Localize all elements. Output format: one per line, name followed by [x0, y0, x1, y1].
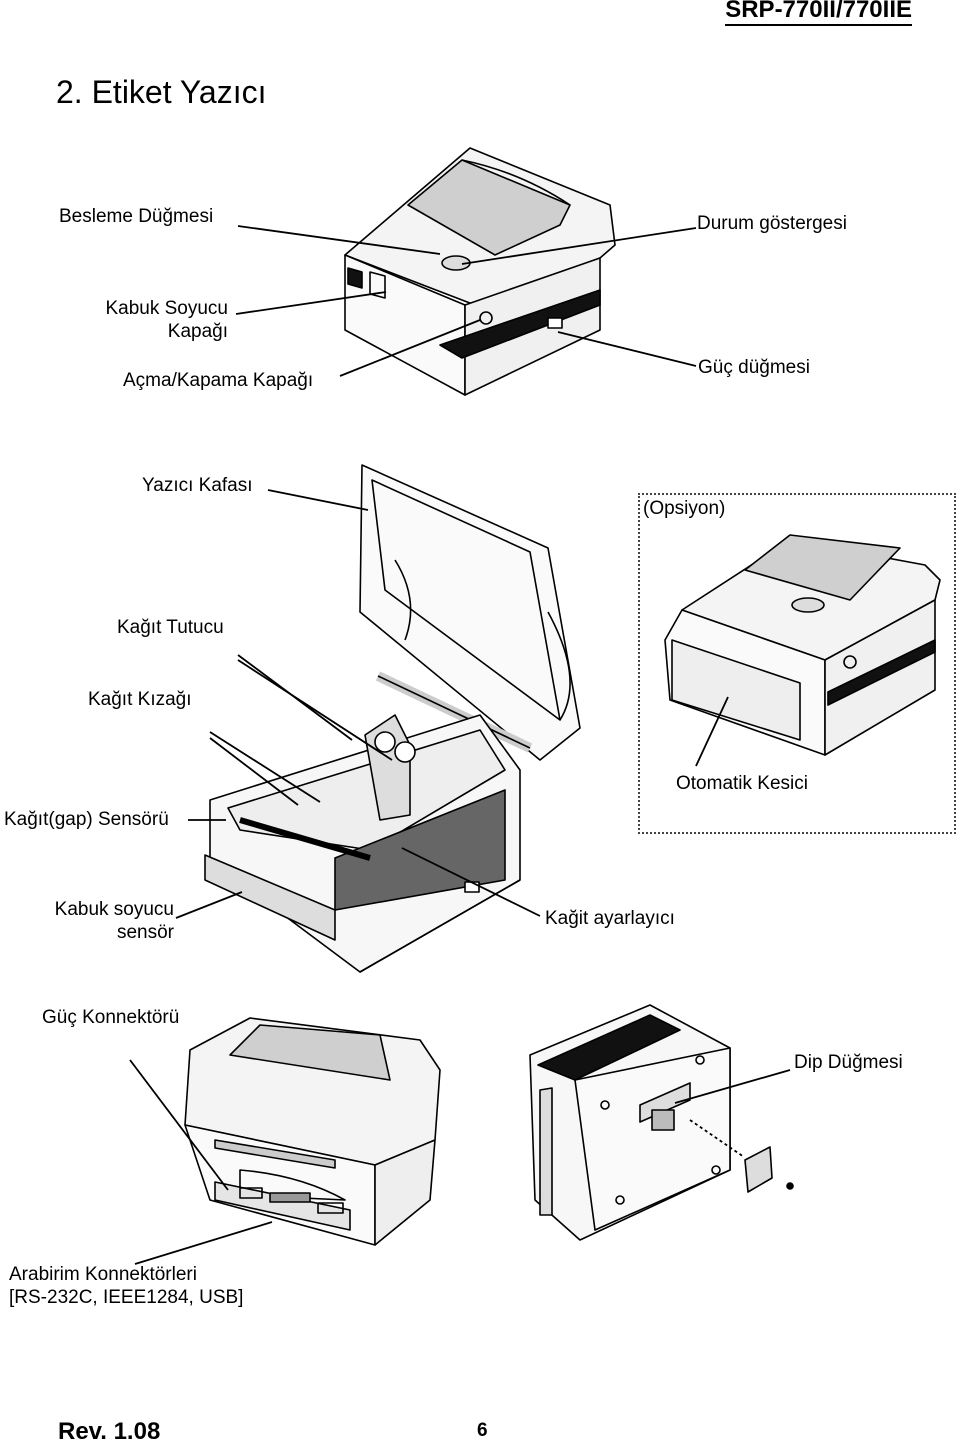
- label-open-close-cover: Açma/Kapama Kapağı: [123, 370, 314, 391]
- option-frame: [638, 493, 956, 834]
- printer-open-illustration: [204, 464, 581, 973]
- label-paper-adjuster: Kağit ayarlayıcı: [545, 908, 675, 929]
- printer-bottom-view-illustration: [529, 1004, 794, 1241]
- document-model-header: SRP-770II/770IIE: [725, 0, 912, 26]
- label-print-head: Yazıcı Kafası: [142, 475, 253, 496]
- section-title: 2. Etiket Yazıcı: [56, 74, 267, 110]
- printer-front-closed-illustration: [344, 147, 616, 396]
- label-auto-cutter: Otomatik Kesici: [676, 773, 808, 794]
- label-feed-button: Besleme Düğmesi: [59, 206, 214, 227]
- footer-page-number: 6: [477, 1420, 488, 1441]
- label-paper-guide: Kağıt Kızağı: [88, 689, 192, 710]
- label-power-button: Güç düğmesi: [698, 357, 810, 378]
- label-peeler-sensor: Kabuk soyucu sensör: [54, 899, 174, 943]
- printer-with-auto-cutter-illustration: [664, 534, 941, 756]
- label-interface-connectors: Arabirim Konnektörleri [RS-232C, IEEE128…: [9, 1264, 244, 1308]
- label-option: (Opsiyon): [643, 498, 726, 519]
- label-peeler-cover: Kabuk Soyucu Kapağı: [105, 298, 228, 342]
- label-power-connector: Güç Konnektörü: [42, 1007, 180, 1028]
- footer-revision: Rev. 1.08: [58, 1418, 161, 1445]
- label-gap-sensor: Kağıt(gap) Sensörü: [4, 809, 169, 830]
- label-leader-lines: [129, 225, 791, 1265]
- printer-rear-view-illustration: [184, 1017, 441, 1246]
- label-dip-switch: Dip Düğmesi: [794, 1052, 903, 1073]
- label-paper-holder: Kağıt Tutucu: [117, 617, 224, 638]
- label-status-indicator: Durum göstergesi: [697, 213, 847, 234]
